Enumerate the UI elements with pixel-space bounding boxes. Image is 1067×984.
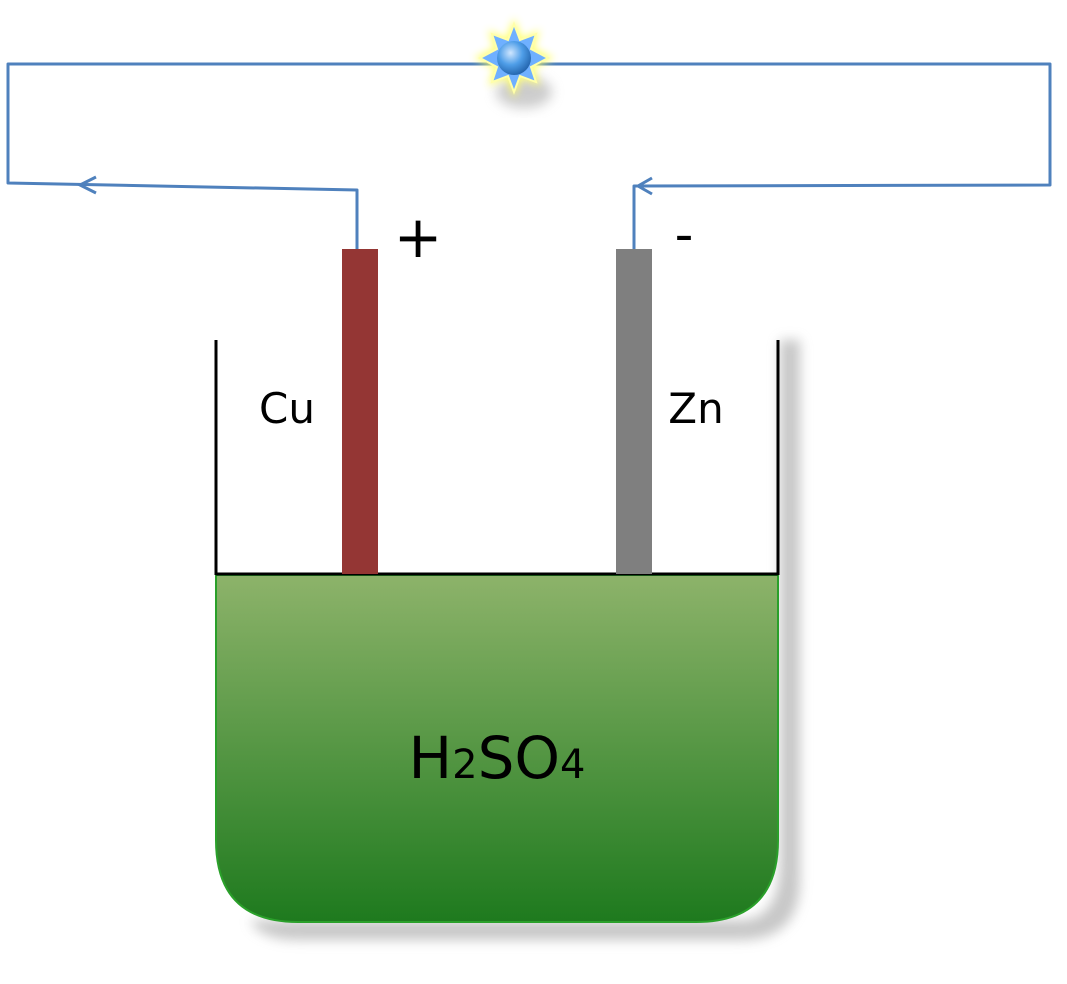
polarity-minus-label: - bbox=[675, 205, 694, 265]
arrow-right-wire-icon bbox=[634, 176, 653, 196]
copper-electrode bbox=[342, 249, 378, 574]
light-bulb-icon bbox=[474, 18, 554, 108]
electrolyte-solution bbox=[215, 574, 779, 923]
polarity-plus-label: + bbox=[394, 203, 443, 271]
electrolyte-formula: H2SO4 bbox=[409, 724, 586, 792]
zinc-label: Zn bbox=[668, 384, 723, 433]
arrow-left-wire-icon bbox=[76, 175, 97, 195]
copper-label: Cu bbox=[259, 384, 315, 433]
zinc-electrode bbox=[616, 249, 652, 574]
